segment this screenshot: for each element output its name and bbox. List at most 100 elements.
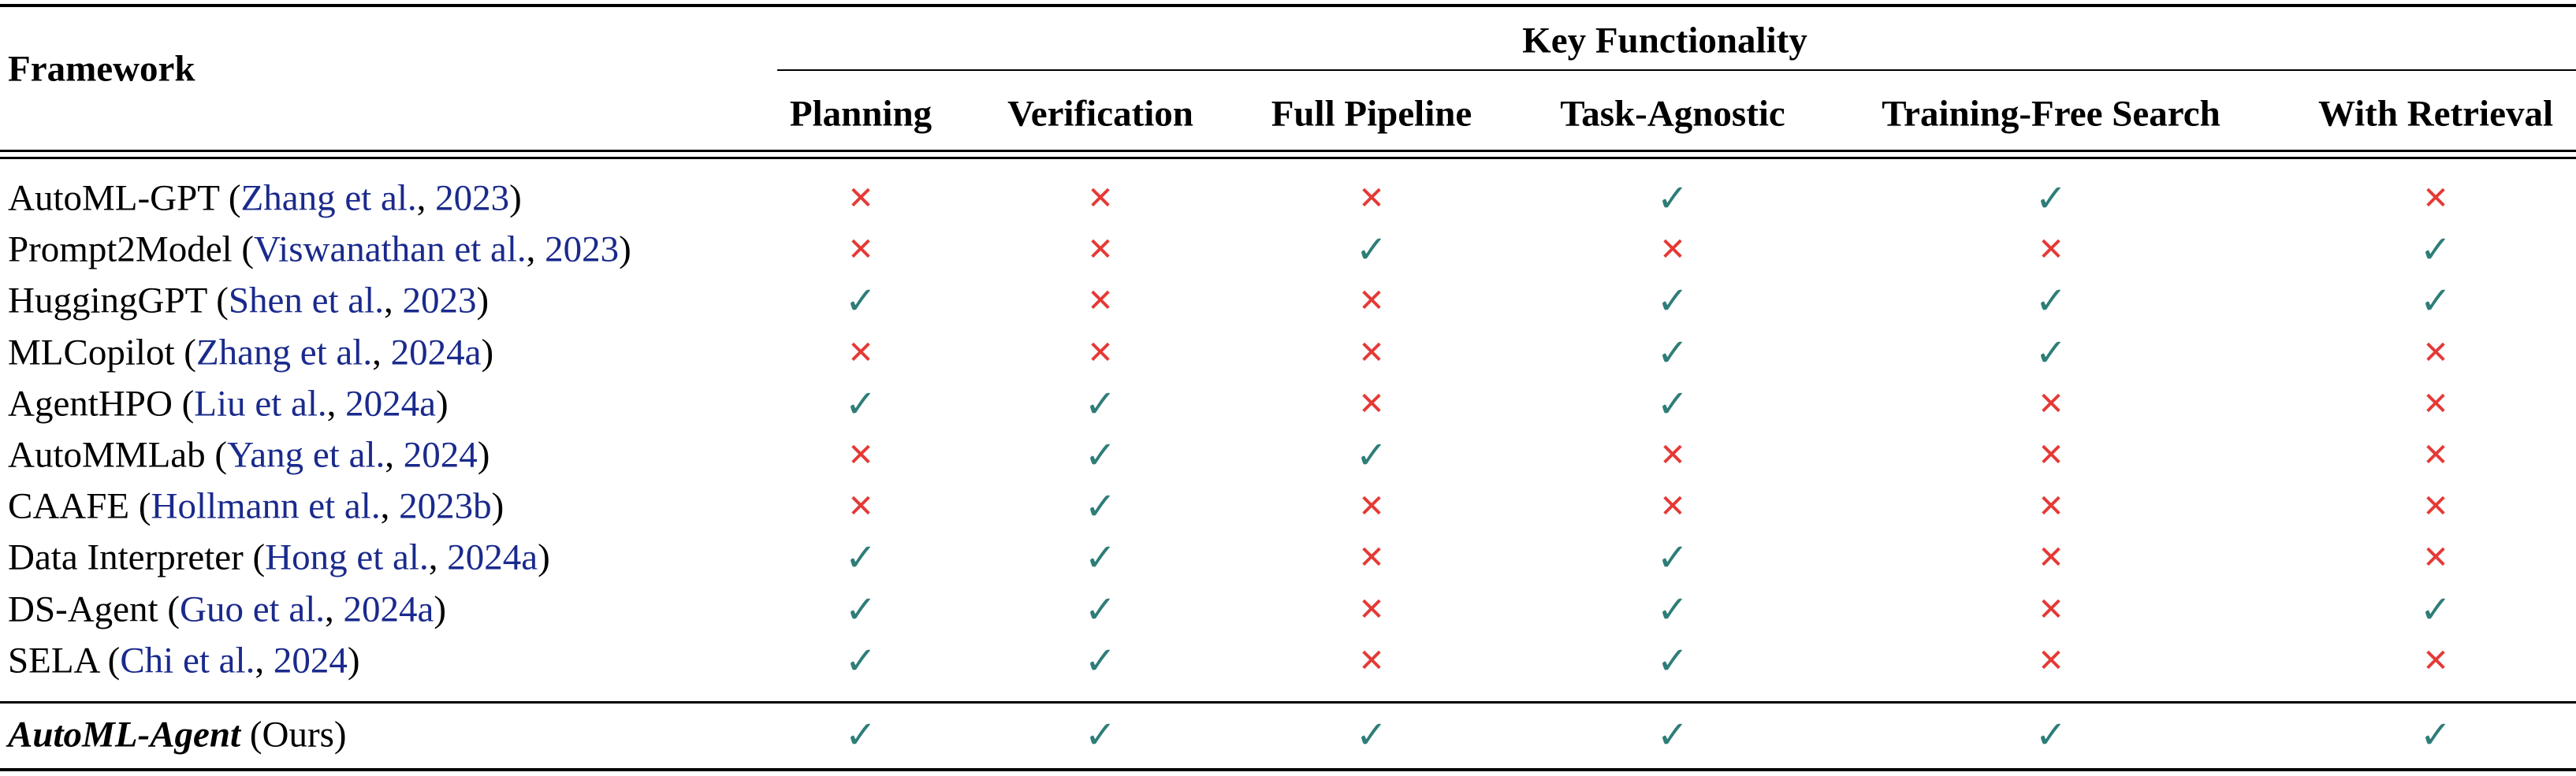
check-mark-icon: ✓ xyxy=(1656,588,1689,632)
header-rule-2 xyxy=(0,157,2576,159)
check-mark-icon: ✓ xyxy=(1084,639,1117,683)
framework-header: Framework xyxy=(8,48,195,90)
key-functionality-header: Key Functionality xyxy=(1522,20,1807,61)
cross-mark-icon: ✕ xyxy=(847,232,874,268)
citation-year-link[interactable]: 2023 xyxy=(545,228,620,270)
check-mark-icon: ✓ xyxy=(2419,279,2452,323)
check-mark-icon: ✓ xyxy=(2419,713,2452,757)
header-rule-1 xyxy=(0,150,2576,152)
column-header-task-agnostic: Task-Agnostic xyxy=(1560,93,1785,135)
cross-mark-icon: ✕ xyxy=(2422,386,2449,422)
check-mark-icon: ✓ xyxy=(844,279,877,323)
group-rule xyxy=(777,69,2576,71)
check-mark-icon: ✓ xyxy=(2034,713,2068,757)
citation-author-link[interactable]: Yang et al. xyxy=(227,434,385,476)
column-header-training-free-search: Training-Free Search xyxy=(1882,93,2220,135)
cross-mark-icon: ✕ xyxy=(1087,283,1114,319)
check-mark-icon: ✓ xyxy=(1355,228,1388,272)
check-mark-icon: ✓ xyxy=(2034,279,2068,323)
check-mark-icon: ✓ xyxy=(1084,536,1117,580)
citation-year-link[interactable]: 2024a xyxy=(345,383,437,425)
cross-mark-icon: ✕ xyxy=(1358,335,1385,371)
cross-mark-icon: ✕ xyxy=(2038,643,2064,679)
table-row-framework: AgentHPO (Liu et al., 2024a) xyxy=(8,383,449,425)
citation-year-link[interactable]: 2024a xyxy=(343,588,434,630)
check-mark-icon: ✓ xyxy=(2419,228,2452,272)
framework-name: Prompt2Model xyxy=(8,228,233,270)
check-mark-icon: ✓ xyxy=(1656,536,1689,580)
citation-author-link[interactable]: Hollmann et al. xyxy=(151,485,381,527)
citation-year-link[interactable]: 2024 xyxy=(273,640,348,681)
cross-mark-icon: ✕ xyxy=(847,180,874,217)
check-mark-icon: ✓ xyxy=(2419,588,2452,632)
ours-label: (Ours) xyxy=(249,714,347,756)
check-mark-icon: ✓ xyxy=(1084,485,1117,529)
citation-year-link[interactable]: 2023 xyxy=(402,280,477,321)
citation-author-link[interactable]: Hong et al. xyxy=(265,537,429,578)
citation-author-link[interactable]: Liu et al. xyxy=(194,383,327,425)
cross-mark-icon: ✕ xyxy=(847,437,874,473)
citation-author-link[interactable]: Zhang et al. xyxy=(195,332,373,373)
cross-mark-icon: ✕ xyxy=(2038,540,2064,576)
cross-mark-icon: ✕ xyxy=(1358,540,1385,576)
table-row-framework: AutoMMLab (Yang et al., 2024) xyxy=(8,434,490,476)
table-row-framework: DS-Agent (Guo et al., 2024a) xyxy=(8,588,447,630)
table-row-framework: AutoML-GPT (Zhang et al., 2023) xyxy=(8,177,522,219)
check-mark-icon: ✓ xyxy=(1084,713,1117,757)
table-row-ours: AutoML-Agent (Ours) xyxy=(8,714,347,756)
cross-mark-icon: ✕ xyxy=(2422,488,2449,525)
top-rule xyxy=(0,4,2576,7)
citation-author-link[interactable]: Viswanathan et al. xyxy=(254,228,527,270)
check-mark-icon: ✓ xyxy=(1656,176,1689,221)
cross-mark-icon: ✕ xyxy=(2038,386,2064,422)
citation-year-link[interactable]: 2023b xyxy=(399,485,492,527)
citation-author-link[interactable]: Chi et al. xyxy=(120,640,255,681)
framework-name: AgentHPO xyxy=(8,383,173,425)
framework-name: HuggingGPT xyxy=(8,280,207,321)
framework-name: SELA xyxy=(8,640,99,681)
citation-year-link[interactable]: 2024a xyxy=(390,332,482,373)
framework-name-ours: AutoML-Agent xyxy=(8,714,241,756)
table-row-framework: MLCopilot (Zhang et al., 2024a) xyxy=(8,332,494,373)
citation-year-link[interactable]: 2024 xyxy=(403,434,478,476)
citation-author-link[interactable]: Shen et al. xyxy=(228,280,384,321)
cross-mark-icon: ✕ xyxy=(2422,335,2449,371)
check-mark-icon: ✓ xyxy=(1355,713,1388,757)
citation-year-link[interactable]: 2024a xyxy=(447,537,538,578)
check-mark-icon: ✓ xyxy=(2034,176,2068,221)
check-mark-icon: ✓ xyxy=(844,536,877,580)
framework-name: MLCopilot xyxy=(8,332,175,373)
framework-name: AutoML-GPT xyxy=(8,177,220,219)
cross-mark-icon: ✕ xyxy=(1087,232,1114,268)
framework-name: AutoMMLab xyxy=(8,434,206,476)
cross-mark-icon: ✕ xyxy=(1358,488,1385,525)
cross-mark-icon: ✕ xyxy=(1659,437,1686,473)
check-mark-icon: ✓ xyxy=(1084,433,1117,477)
table-row-framework: Prompt2Model (Viswanathan et al., 2023) xyxy=(8,228,631,270)
check-mark-icon: ✓ xyxy=(844,588,877,632)
bottom-rule xyxy=(0,768,2576,771)
citation-year-link[interactable]: 2023 xyxy=(435,177,510,219)
cross-mark-icon: ✕ xyxy=(1087,180,1114,217)
check-mark-icon: ✓ xyxy=(1656,331,1689,375)
citation-author-link[interactable]: Zhang et al. xyxy=(240,177,417,219)
column-header-with-retrieval: With Retrieval xyxy=(2317,93,2554,135)
framework-name: CAAFE xyxy=(8,485,130,527)
check-mark-icon: ✓ xyxy=(1656,713,1689,757)
framework-name: DS-Agent xyxy=(8,588,158,630)
framework-name: Data Interpreter xyxy=(8,537,244,578)
cross-mark-icon: ✕ xyxy=(1358,643,1385,679)
cross-mark-icon: ✕ xyxy=(2038,437,2064,473)
cross-mark-icon: ✕ xyxy=(1358,592,1385,628)
cross-mark-icon: ✕ xyxy=(2422,180,2449,217)
check-mark-icon: ✓ xyxy=(1656,639,1689,683)
check-mark-icon: ✓ xyxy=(844,639,877,683)
cross-mark-icon: ✕ xyxy=(1358,283,1385,319)
table-row-framework: HuggingGPT (Shen et al., 2023) xyxy=(8,280,490,321)
cross-mark-icon: ✕ xyxy=(2038,232,2064,268)
table-row-framework: CAAFE (Hollmann et al., 2023b) xyxy=(8,485,504,527)
table-row-framework: Data Interpreter (Hong et al., 2024a) xyxy=(8,537,550,578)
check-mark-icon: ✓ xyxy=(1084,588,1117,632)
citation-author-link[interactable]: Guo et al. xyxy=(180,588,326,630)
cross-mark-icon: ✕ xyxy=(1358,180,1385,217)
